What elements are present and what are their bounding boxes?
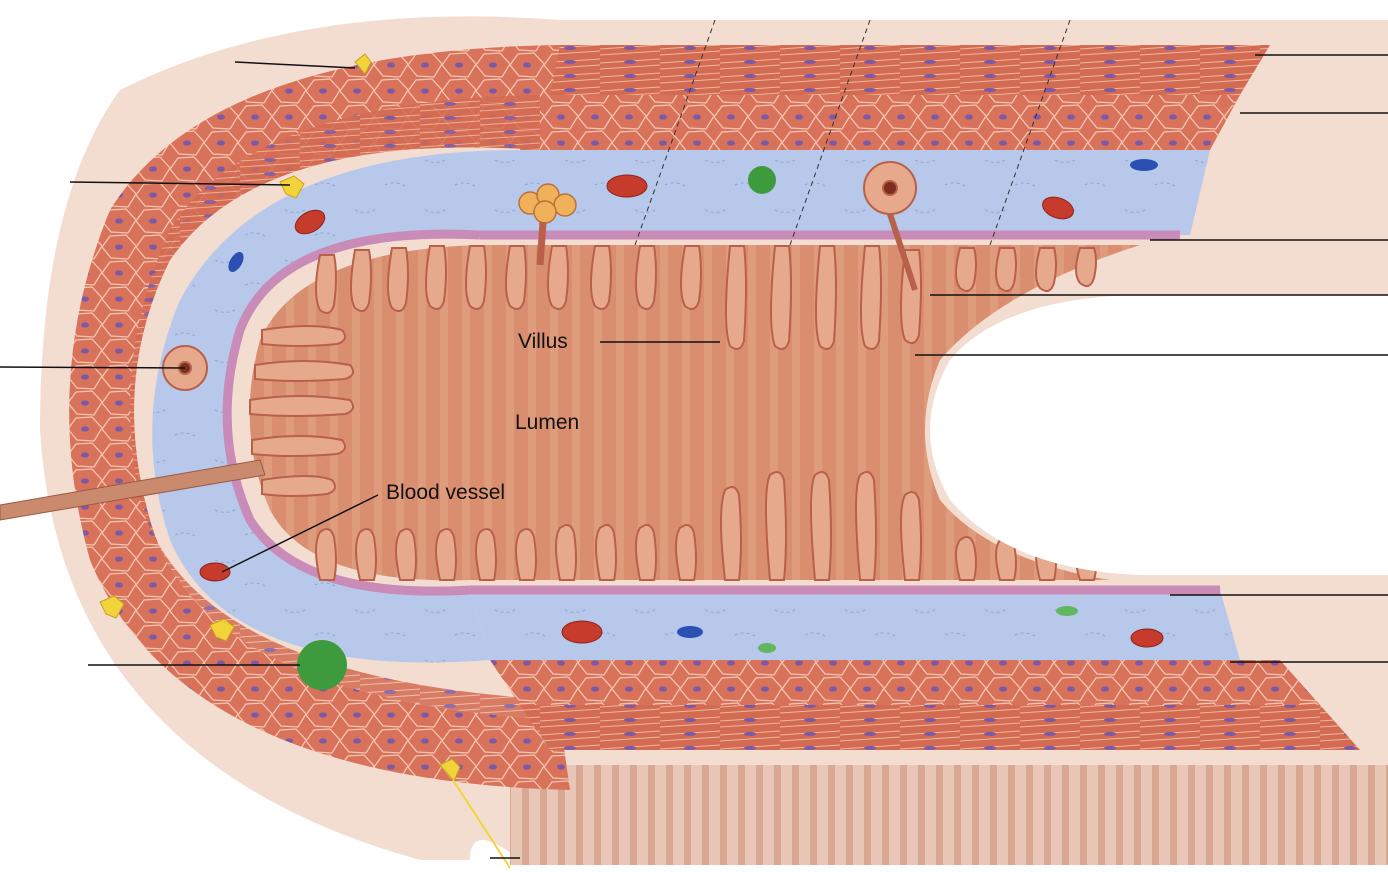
circular-muscle-top — [520, 95, 1240, 150]
lymph-small-2 — [1056, 606, 1078, 616]
blood-vessel-label: Blood vessel — [386, 482, 505, 503]
leader-line — [0, 367, 185, 368]
lumen-opening — [930, 295, 1388, 575]
lumen-label: Lumen — [515, 412, 579, 433]
serosa-band — [510, 765, 1388, 865]
circular-muscle-bottom — [490, 660, 1320, 705]
lymph-nodule-bottom — [297, 640, 347, 690]
lymph-small — [758, 643, 776, 653]
submucosa-top — [480, 150, 1210, 235]
outer-muscle-bottom — [520, 705, 1360, 750]
lymph-nodule-top — [748, 166, 776, 194]
villus-label: Villus — [518, 331, 568, 352]
outer-muscle-top — [540, 45, 1270, 95]
